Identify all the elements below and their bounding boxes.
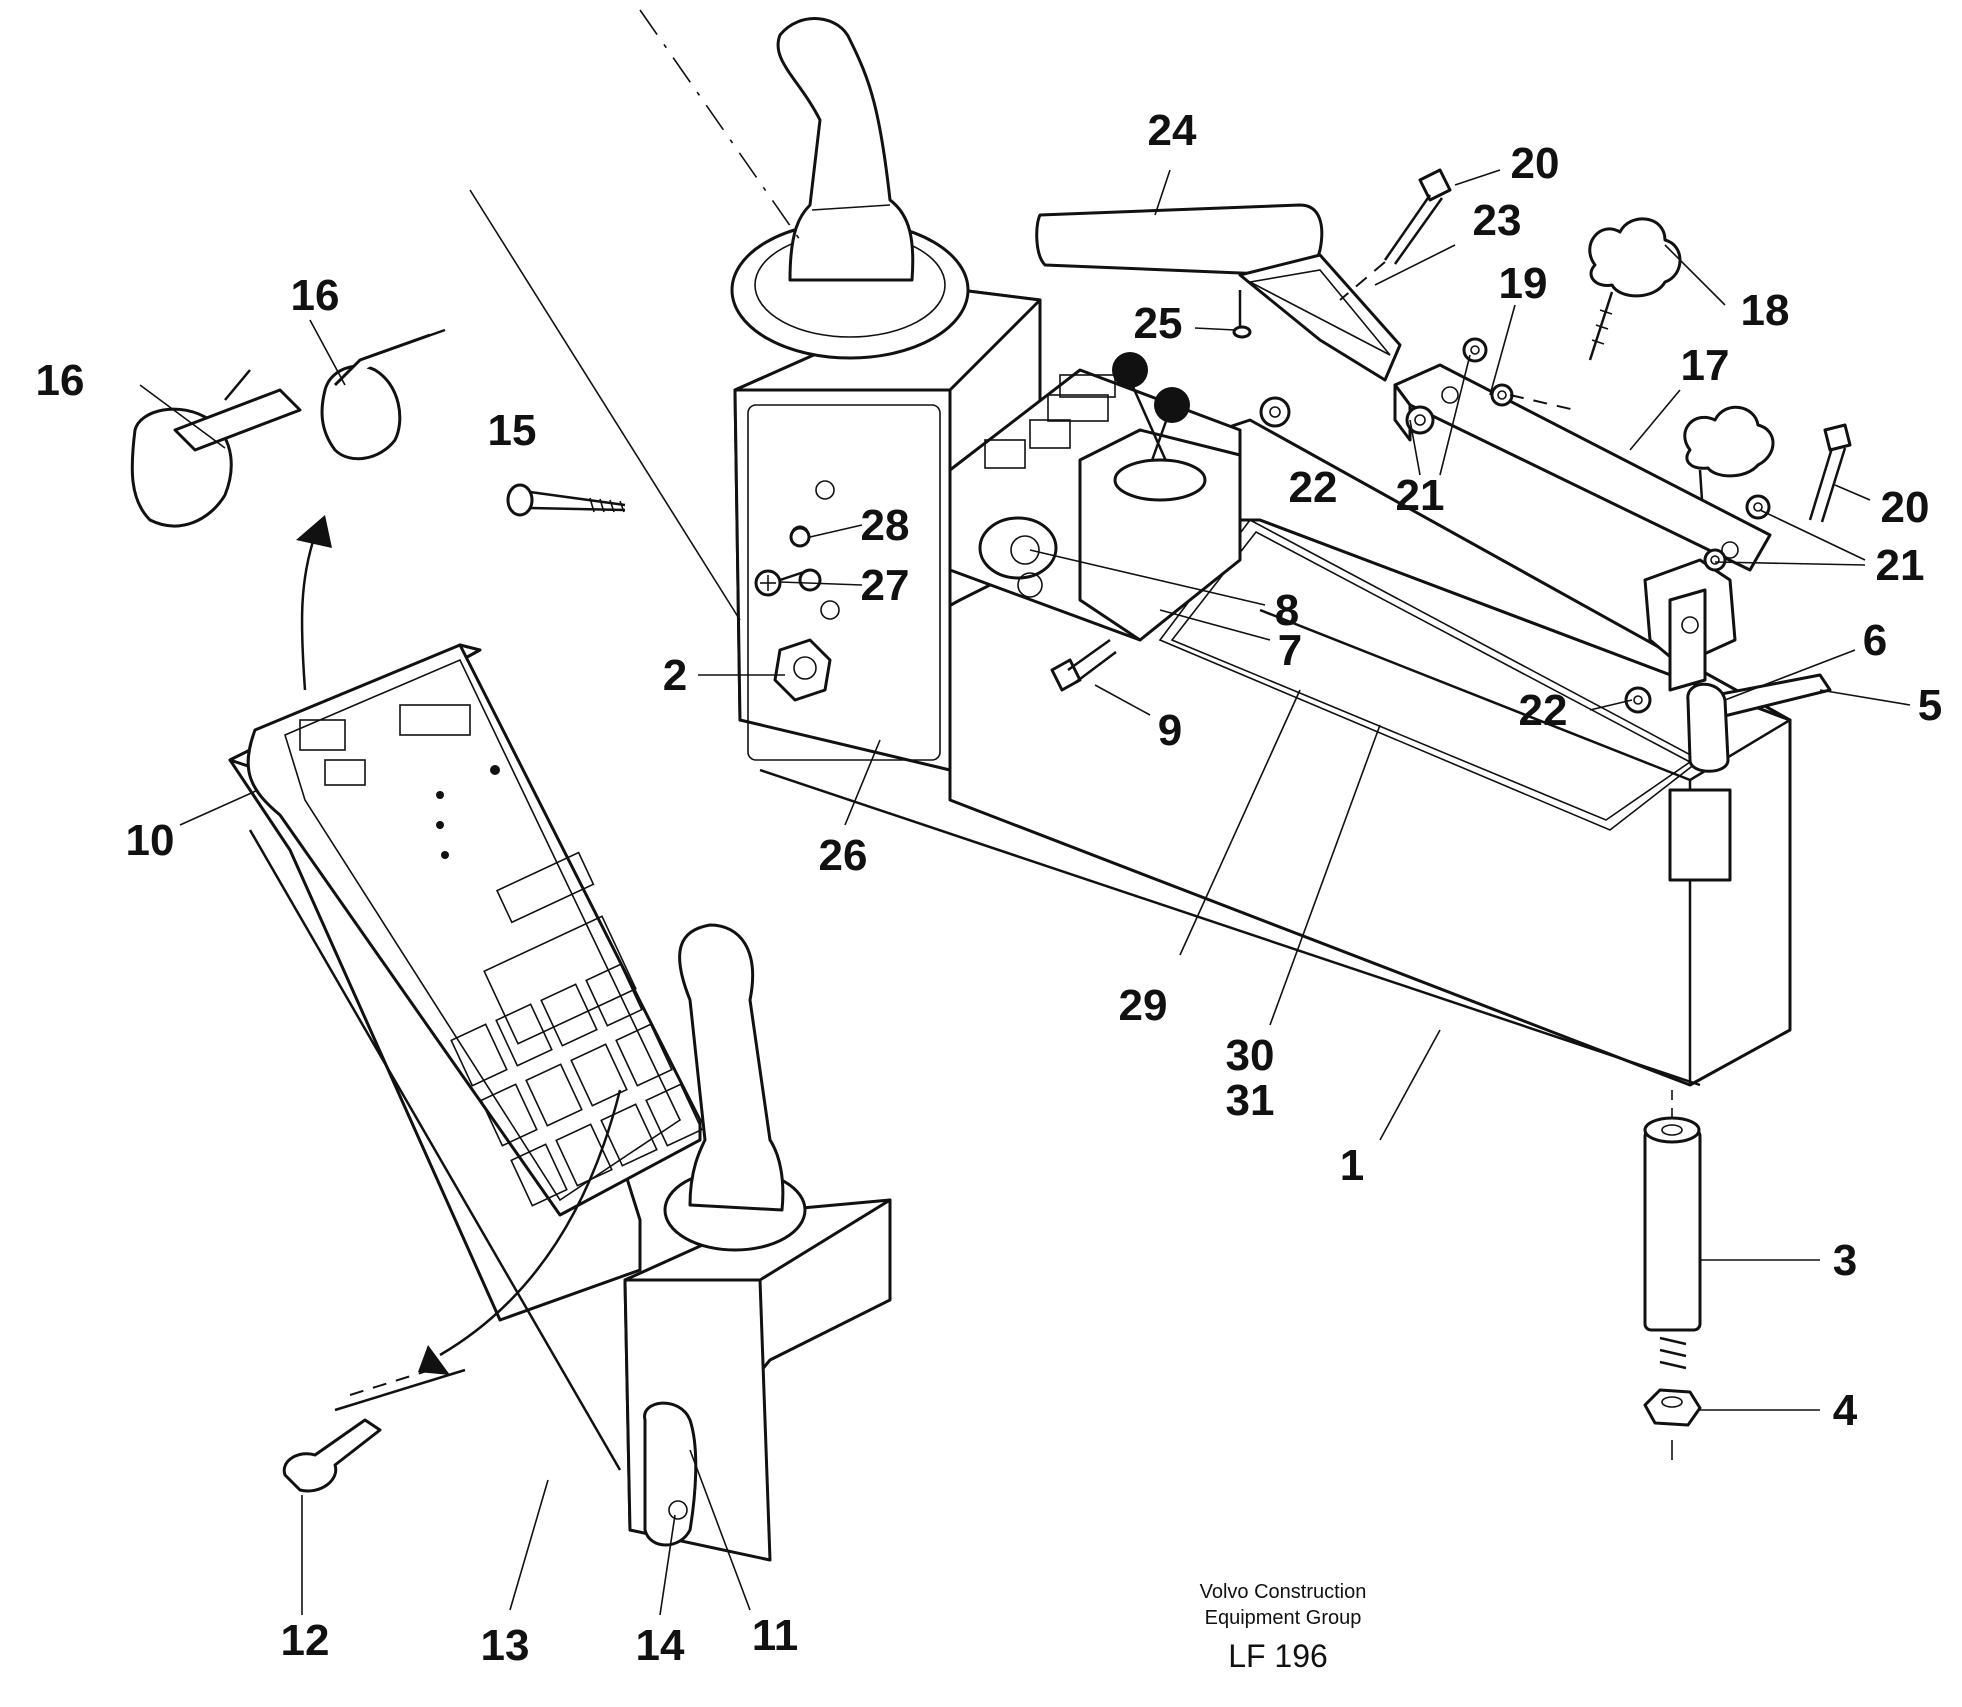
callout-20a: 20 bbox=[1511, 139, 1560, 188]
drawing-code: LF 196 bbox=[1228, 1638, 1328, 1674]
callout-30: 30 bbox=[1226, 1031, 1275, 1080]
callout-13: 13 bbox=[481, 1621, 530, 1670]
callout-27: 27 bbox=[861, 561, 910, 610]
detail-12 bbox=[282, 1368, 466, 1493]
nut-4 bbox=[1643, 1388, 1702, 1460]
callout-19: 19 bbox=[1499, 259, 1548, 308]
credit-block: Volvo Construction Equipment Group LF 19… bbox=[1200, 1581, 1367, 1674]
callout-1: 1 bbox=[1340, 1141, 1364, 1190]
key-grid bbox=[450, 963, 703, 1207]
callout-6: 6 bbox=[1863, 616, 1887, 665]
knob-17 bbox=[1683, 405, 1775, 501]
arrow-down bbox=[418, 1089, 622, 1375]
callout-20b: 20 bbox=[1881, 483, 1930, 532]
joystick-tower-left bbox=[730, 17, 1042, 772]
leader-lines bbox=[139, 169, 1911, 1616]
screw-27 bbox=[754, 568, 811, 597]
gear-lever-housing bbox=[948, 352, 1242, 642]
callout-5: 5 bbox=[1918, 681, 1942, 730]
screw-25 bbox=[1232, 290, 1252, 339]
arrow-up bbox=[296, 515, 332, 691]
callout-16b: 16 bbox=[291, 271, 340, 320]
joystick-tower-right bbox=[623, 923, 892, 1562]
callout-22a: 22 bbox=[1289, 463, 1338, 512]
callout-2: 2 bbox=[663, 651, 687, 700]
screw-9 bbox=[1050, 638, 1117, 692]
callout-16a: 16 bbox=[36, 356, 85, 405]
column-3 bbox=[1643, 1090, 1702, 1370]
callout-31: 31 bbox=[1226, 1076, 1275, 1125]
bolt-20-upper bbox=[1339, 168, 1452, 301]
nuts-and-washers bbox=[790, 337, 1771, 714]
construction-lines bbox=[248, 9, 1701, 1471]
callout-4: 4 bbox=[1833, 1386, 1858, 1435]
callout-22b: 22 bbox=[1519, 686, 1568, 735]
bracket-17 bbox=[1393, 363, 1832, 882]
callout-7: 7 bbox=[1278, 626, 1302, 675]
callout-14: 14 bbox=[636, 1621, 685, 1670]
callout-15: 15 bbox=[488, 406, 537, 455]
detail-16 bbox=[130, 328, 446, 528]
control-panel-console bbox=[228, 643, 703, 1322]
callout-25: 25 bbox=[1134, 299, 1183, 348]
bolt-20-lower bbox=[1808, 423, 1852, 523]
callout-12: 12 bbox=[281, 1616, 330, 1665]
callout-29: 29 bbox=[1119, 981, 1168, 1030]
screw-15 bbox=[506, 483, 626, 517]
callout-labels: 1 2 3 4 5 6 7 8 9 10 11 12 13 14 15 16 1… bbox=[36, 106, 1943, 1670]
credit-line-1: Volvo Construction bbox=[1200, 1581, 1367, 1603]
callout-18: 18 bbox=[1741, 286, 1790, 335]
armrest bbox=[1035, 203, 1402, 382]
callout-8: 8 bbox=[1275, 586, 1299, 635]
callout-28: 28 bbox=[861, 501, 910, 550]
callout-17: 17 bbox=[1681, 341, 1730, 390]
knob-18 bbox=[1588, 217, 1682, 361]
callout-24: 24 bbox=[1148, 106, 1197, 155]
callout-3: 3 bbox=[1833, 1236, 1857, 1285]
callout-21a: 21 bbox=[1396, 471, 1445, 520]
callout-21b: 21 bbox=[1876, 541, 1925, 590]
callout-11: 11 bbox=[752, 1611, 799, 1660]
callout-26: 26 bbox=[819, 831, 868, 880]
callout-9: 9 bbox=[1158, 706, 1182, 755]
washer-28 bbox=[789, 526, 811, 548]
callout-10: 10 bbox=[126, 816, 175, 865]
callout-23: 23 bbox=[1473, 196, 1522, 245]
credit-line-2: Equipment Group bbox=[1205, 1607, 1362, 1629]
